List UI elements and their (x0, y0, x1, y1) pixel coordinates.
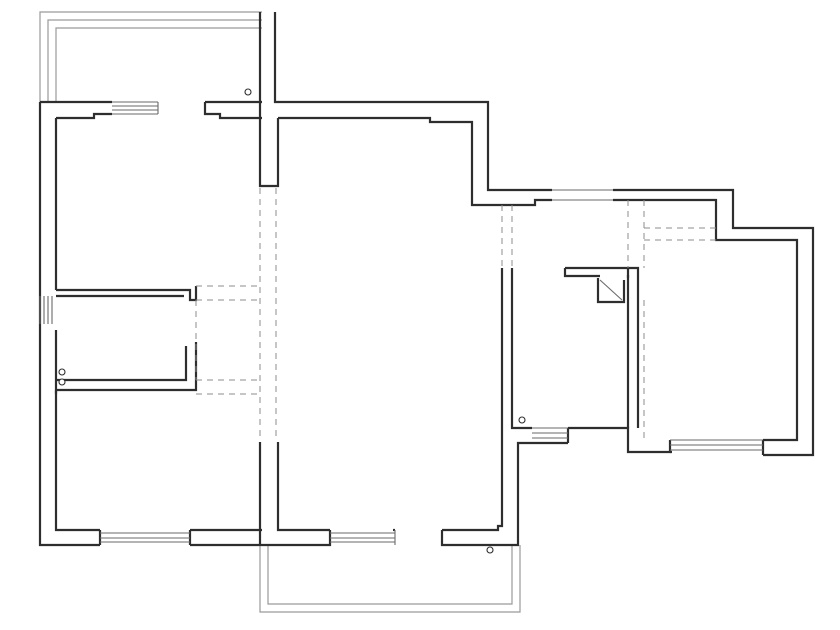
window-bottom-left (100, 532, 190, 543)
drain-fixture (518, 416, 526, 424)
openings (195, 188, 716, 440)
window-left-side (39, 296, 53, 324)
interior-walls (54, 286, 198, 394)
drain-fixture (58, 368, 66, 376)
drain-fixture (244, 88, 252, 96)
fixtures (58, 88, 526, 554)
drain-fixture (486, 546, 494, 554)
balcony-top-left (39, 11, 262, 102)
window-top-right (552, 189, 613, 201)
balcony-bottom (259, 545, 521, 613)
window-right-bottom (670, 439, 763, 451)
window-top-left (112, 101, 159, 115)
drain-fixture (58, 378, 66, 386)
window-bottom-center (330, 530, 396, 545)
exterior-walls (38, 12, 815, 547)
windows (39, 101, 763, 545)
window-kitchen-bottom (532, 427, 568, 439)
